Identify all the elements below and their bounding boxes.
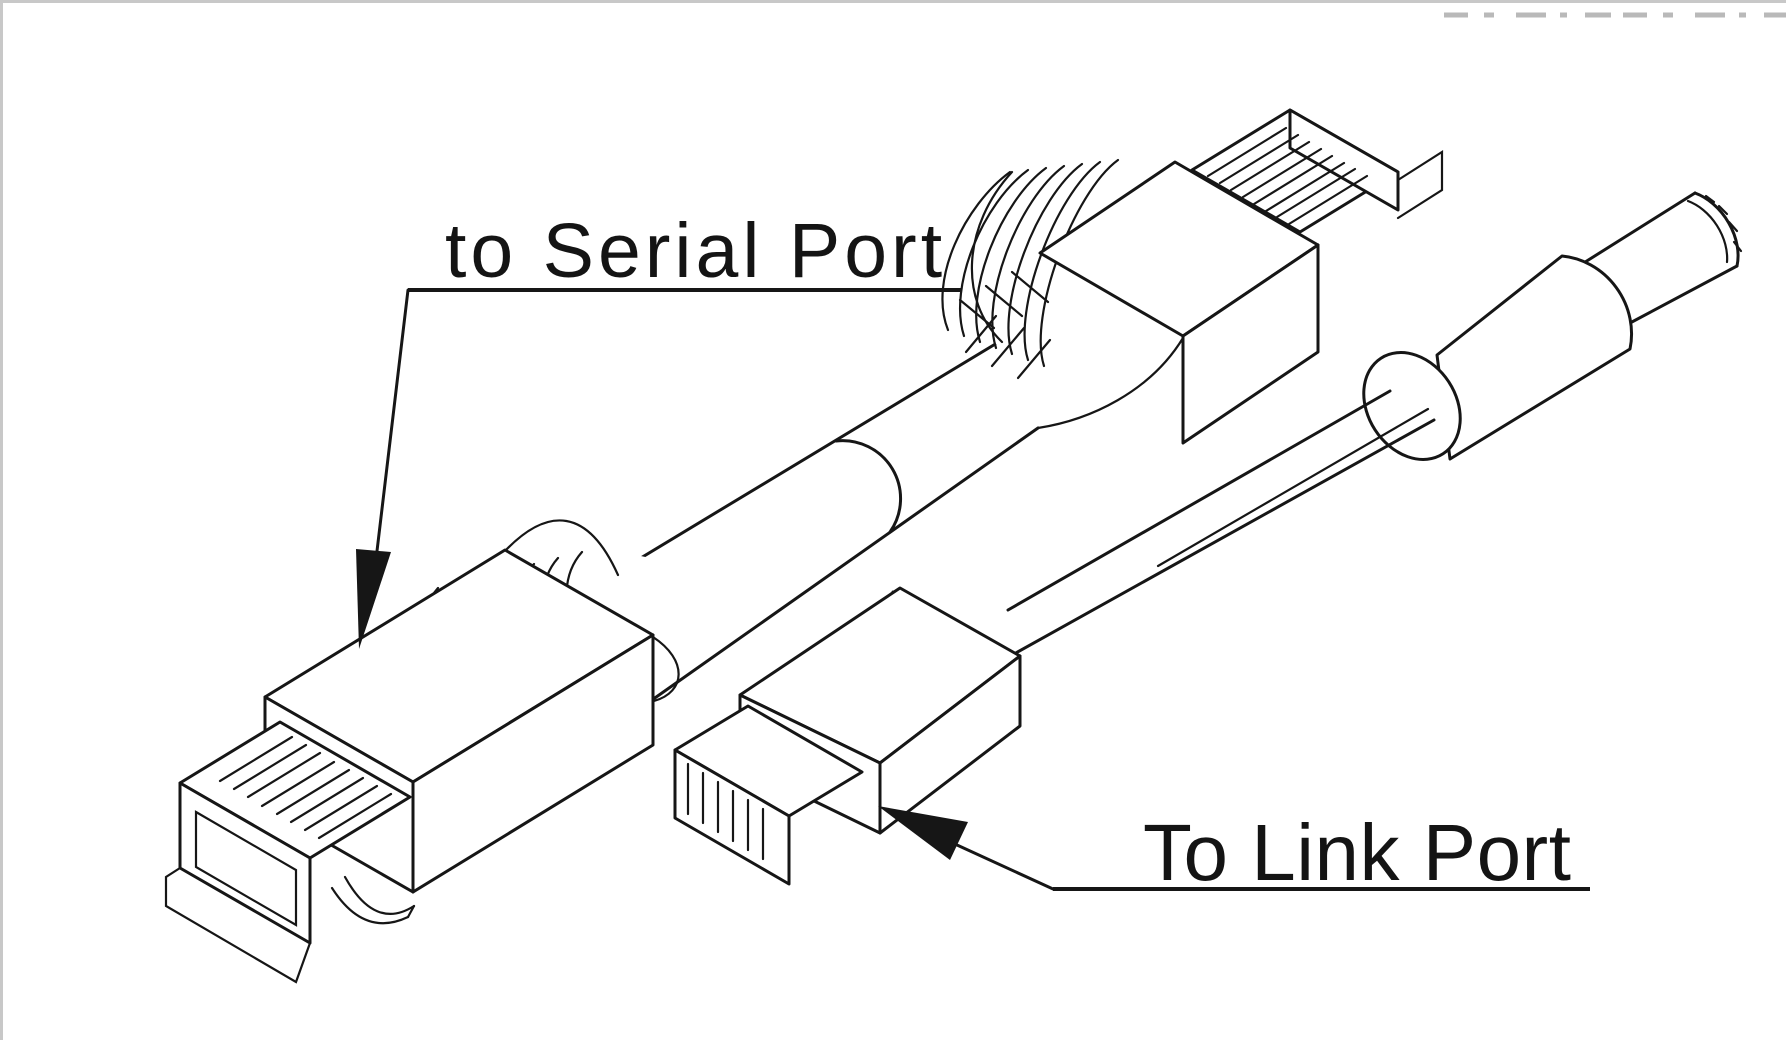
rj45-serial-plug (164, 519, 680, 984)
contact-ridges (686, 762, 765, 861)
serial-arrowhead (356, 549, 391, 649)
serial-cable (594, 338, 1040, 702)
serial-port-label: to Serial Port (445, 208, 946, 294)
link-leader-line (955, 843, 1055, 891)
dc-barrel-plug (1580, 191, 1743, 325)
contact-ridges (1206, 126, 1369, 226)
callout-link-port: To Link Port (878, 806, 1590, 897)
contact-ridges (218, 735, 393, 840)
plug-tip-contacts (1190, 108, 1444, 234)
link-plug (673, 586, 1022, 886)
boot-lattice (958, 270, 1052, 380)
rj45-upper-plug (941, 108, 1444, 445)
callout-serial-port: to Serial Port (356, 208, 962, 649)
knurled-end-cap (1693, 191, 1740, 268)
link-arrowhead (878, 806, 968, 860)
plug-body (1038, 160, 1320, 445)
link-cable (1006, 389, 1436, 656)
knurl-ticks (1704, 194, 1743, 253)
link-port-label: To Link Port (1143, 808, 1571, 897)
plug-tip-contacts (673, 704, 864, 886)
plug-tip-contacts (164, 720, 412, 984)
serial-leader-line (375, 288, 410, 553)
latch-hook (330, 875, 416, 925)
cable-seam-arc (834, 439, 903, 534)
